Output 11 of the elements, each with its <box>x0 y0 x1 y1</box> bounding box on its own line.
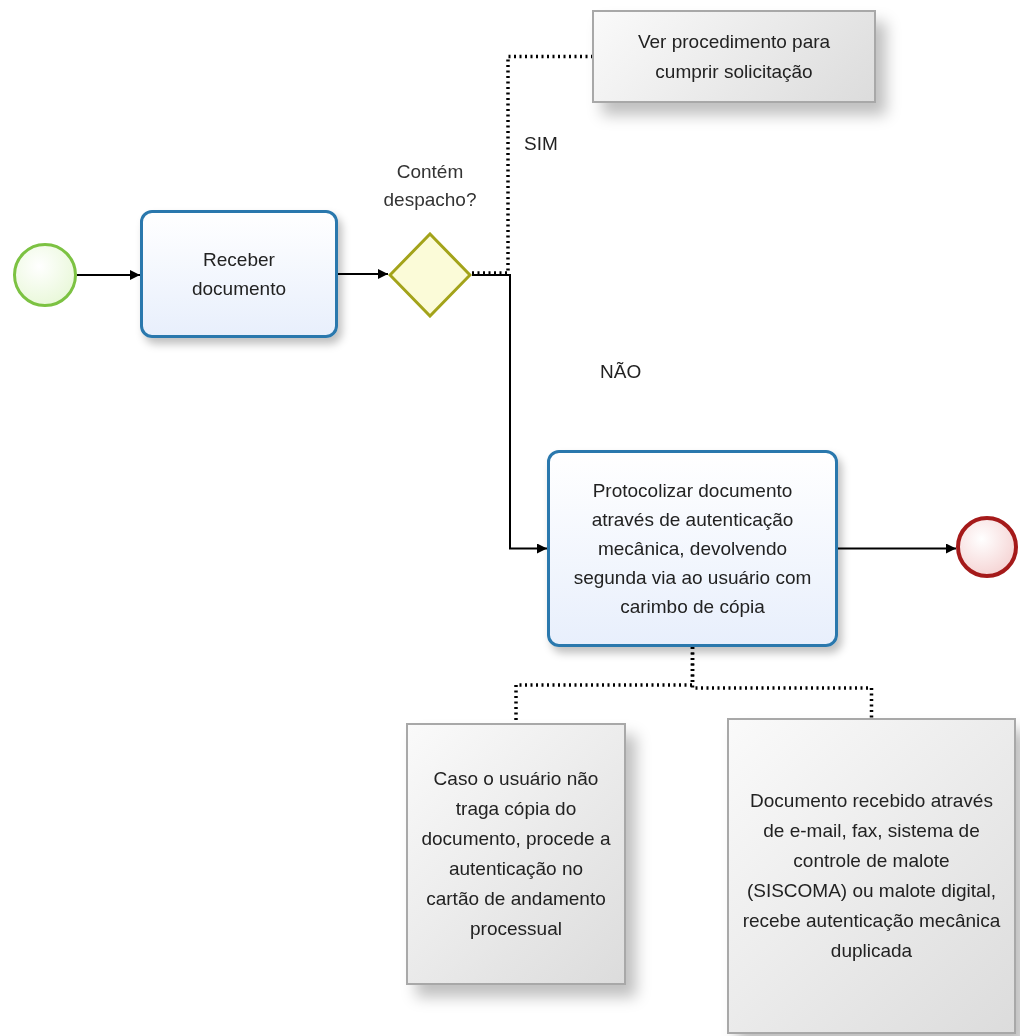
annotation-box: Ver procedimento para cumprir solicitação <box>592 10 876 103</box>
sequence-arrow <box>337 269 389 279</box>
sequence-arrow <box>837 543 957 554</box>
association-line <box>690 647 874 718</box>
sequence-arrow <box>76 270 141 280</box>
sequence-arrow <box>471 274 548 554</box>
task-box: Receber documento <box>140 210 338 338</box>
annotation-box: Documento recebido através de e-mail, fax, sistema de controle de malote (SISCOMA) ou malote digital, recebe autenticação mecânica duplicada <box>727 718 1016 1034</box>
annotation-box: Caso o usuário não traga cópia do documento, procede a autenticação no cartão de andamento processual <box>406 723 626 985</box>
gateway-label: Contém despacho? <box>382 160 478 212</box>
task-box: Protocolizar documento através de autenticação mecânica, devolvendo segunda via ao usuário com carimbo de cópia <box>547 450 838 647</box>
